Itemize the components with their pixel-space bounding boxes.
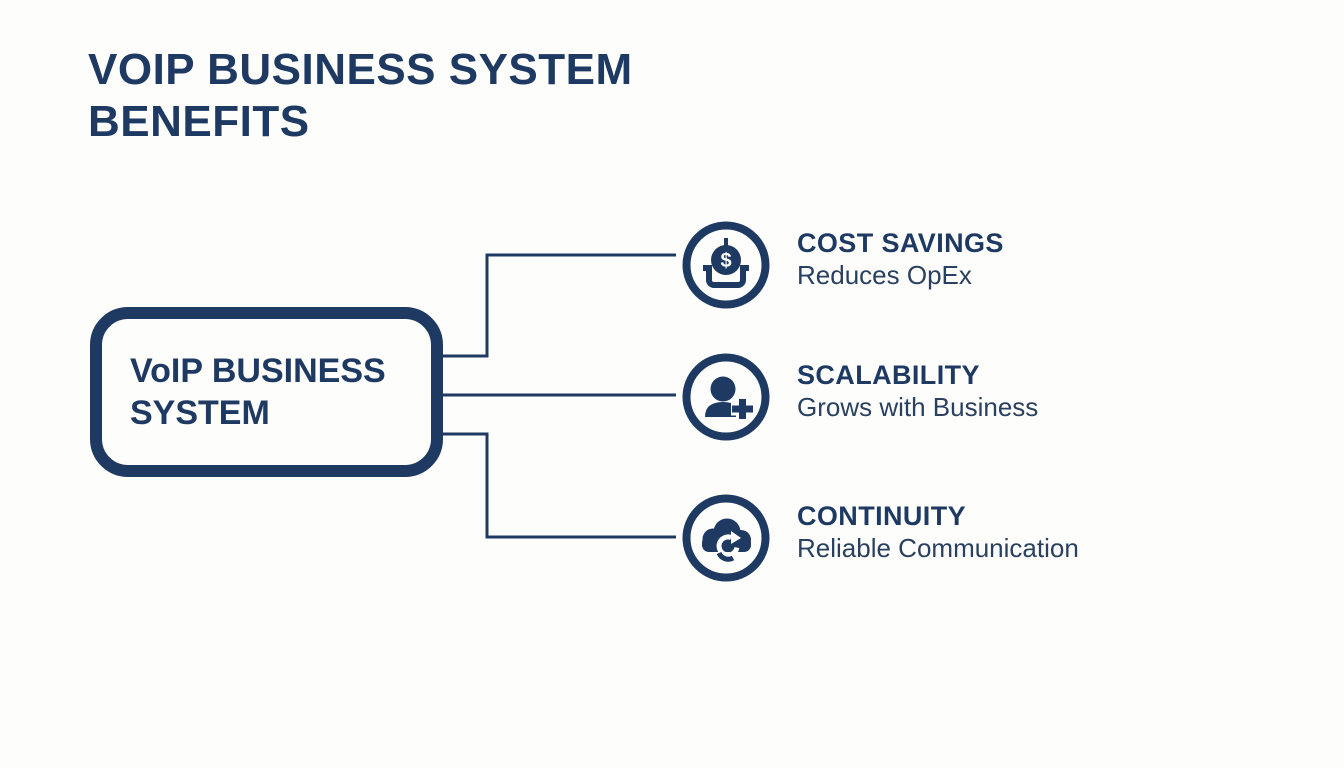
benefit-subtitle: Reliable Communication — [797, 533, 1079, 563]
benefit-subtitle: Reduces OpEx — [797, 260, 972, 290]
page-title: VOIP BUSINESS SYSTEM BENEFITS — [88, 45, 633, 146]
center-node-label: VoIP BUSINESS SYSTEM — [130, 351, 386, 432]
benefit-row-cost-savings: $ COST SAVINGS Reduces OpEx — [682, 221, 1004, 309]
user-plus-icon — [682, 353, 770, 441]
center-node: VoIP BUSINESS SYSTEM — [90, 307, 443, 477]
benefit-title: COST SAVINGS — [797, 228, 1004, 258]
benefit-row-scalability: SCALABILITY Grows with Business — [682, 353, 1038, 441]
coin-deposit-icon: $ — [682, 221, 770, 309]
connector-top — [441, 253, 676, 358]
benefit-title: SCALABILITY — [797, 360, 980, 390]
benefit-title: CONTINUITY — [797, 501, 966, 531]
svg-text:$: $ — [720, 250, 731, 272]
cloud-sync-icon — [682, 494, 770, 582]
connector-bottom — [441, 432, 676, 539]
benefit-subtitle: Grows with Business — [797, 392, 1039, 422]
benefit-row-continuity: CONTINUITY Reliable Communication — [682, 494, 1079, 582]
